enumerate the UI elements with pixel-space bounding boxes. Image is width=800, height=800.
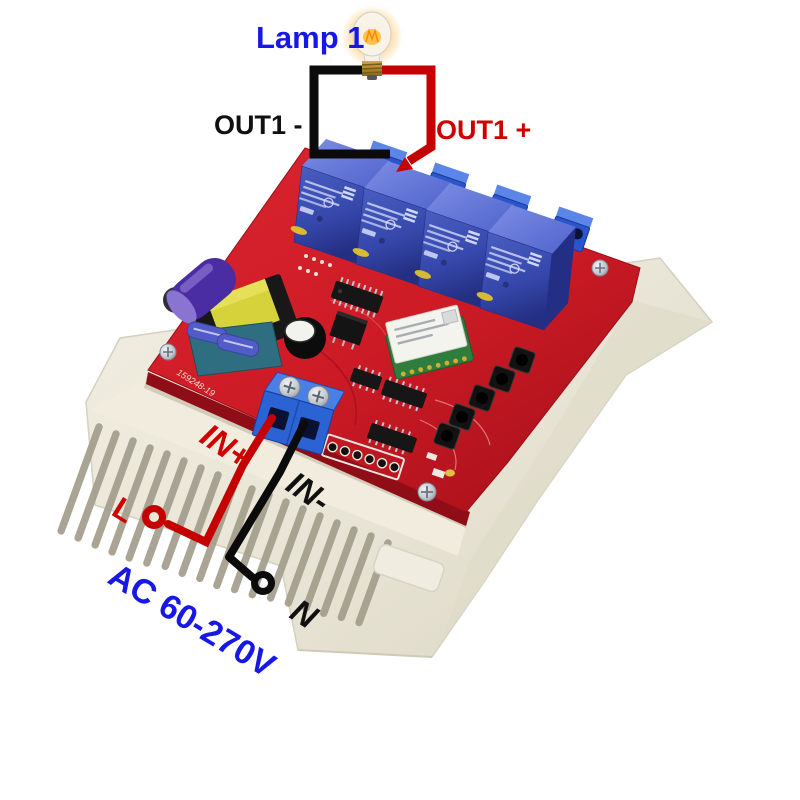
button-4 [448,403,476,431]
out1-plus-label: OUT1 + [436,115,531,145]
logic-section [321,276,536,481]
lamp-circuit [309,5,436,172]
button-3 [468,384,496,412]
button-1 [508,346,536,374]
rf-module [385,304,474,380]
black-electrolytic-capacitor [284,317,326,359]
case-bottom-edge-line [297,649,433,658]
relay-3 [414,183,514,309]
live-ring-terminal [142,505,166,529]
out1-minus-label: OUT1 - [214,110,303,140]
lamp-wire-positive [380,65,436,165]
ac-input-wiring [142,414,308,595]
mounting-screw-front [417,482,437,502]
case-right-face-shade [440,300,712,645]
neutral-ring-terminal [251,571,275,595]
neutral-wire [225,420,308,581]
pin-header [321,433,405,481]
soic8-ic [349,365,383,394]
mounting-screw-topright [591,259,609,277]
live-wire [164,414,276,548]
blue-capacitor-2 [216,333,260,357]
yellow-led [445,469,455,477]
terminal-screw-right [307,385,330,408]
soic14-ic-lower [367,419,417,455]
soic16-ic [330,276,384,318]
purple-capacitor [166,257,236,324]
bulb-filament [365,28,379,43]
status-led-area [426,452,455,479]
voltage-regulator [329,310,369,350]
relay-4 [476,205,576,331]
button-5 [433,422,461,450]
button-2 [488,365,516,393]
relay-bank [290,139,576,331]
tactile-buttons [433,346,536,450]
soic14-ic [381,376,427,412]
relay-2 [352,161,452,287]
mounting-screw-left [159,343,177,361]
wire-arrowhead [396,157,413,172]
din-clip-tab [372,544,445,593]
power-supply-section [163,257,369,377]
relay-4-side [544,227,576,330]
lamp-label: Lamp 1 [256,20,365,55]
input-terminal-block [251,371,346,455]
light-bulb [341,5,403,80]
lamp-wire-negative [309,65,390,159]
